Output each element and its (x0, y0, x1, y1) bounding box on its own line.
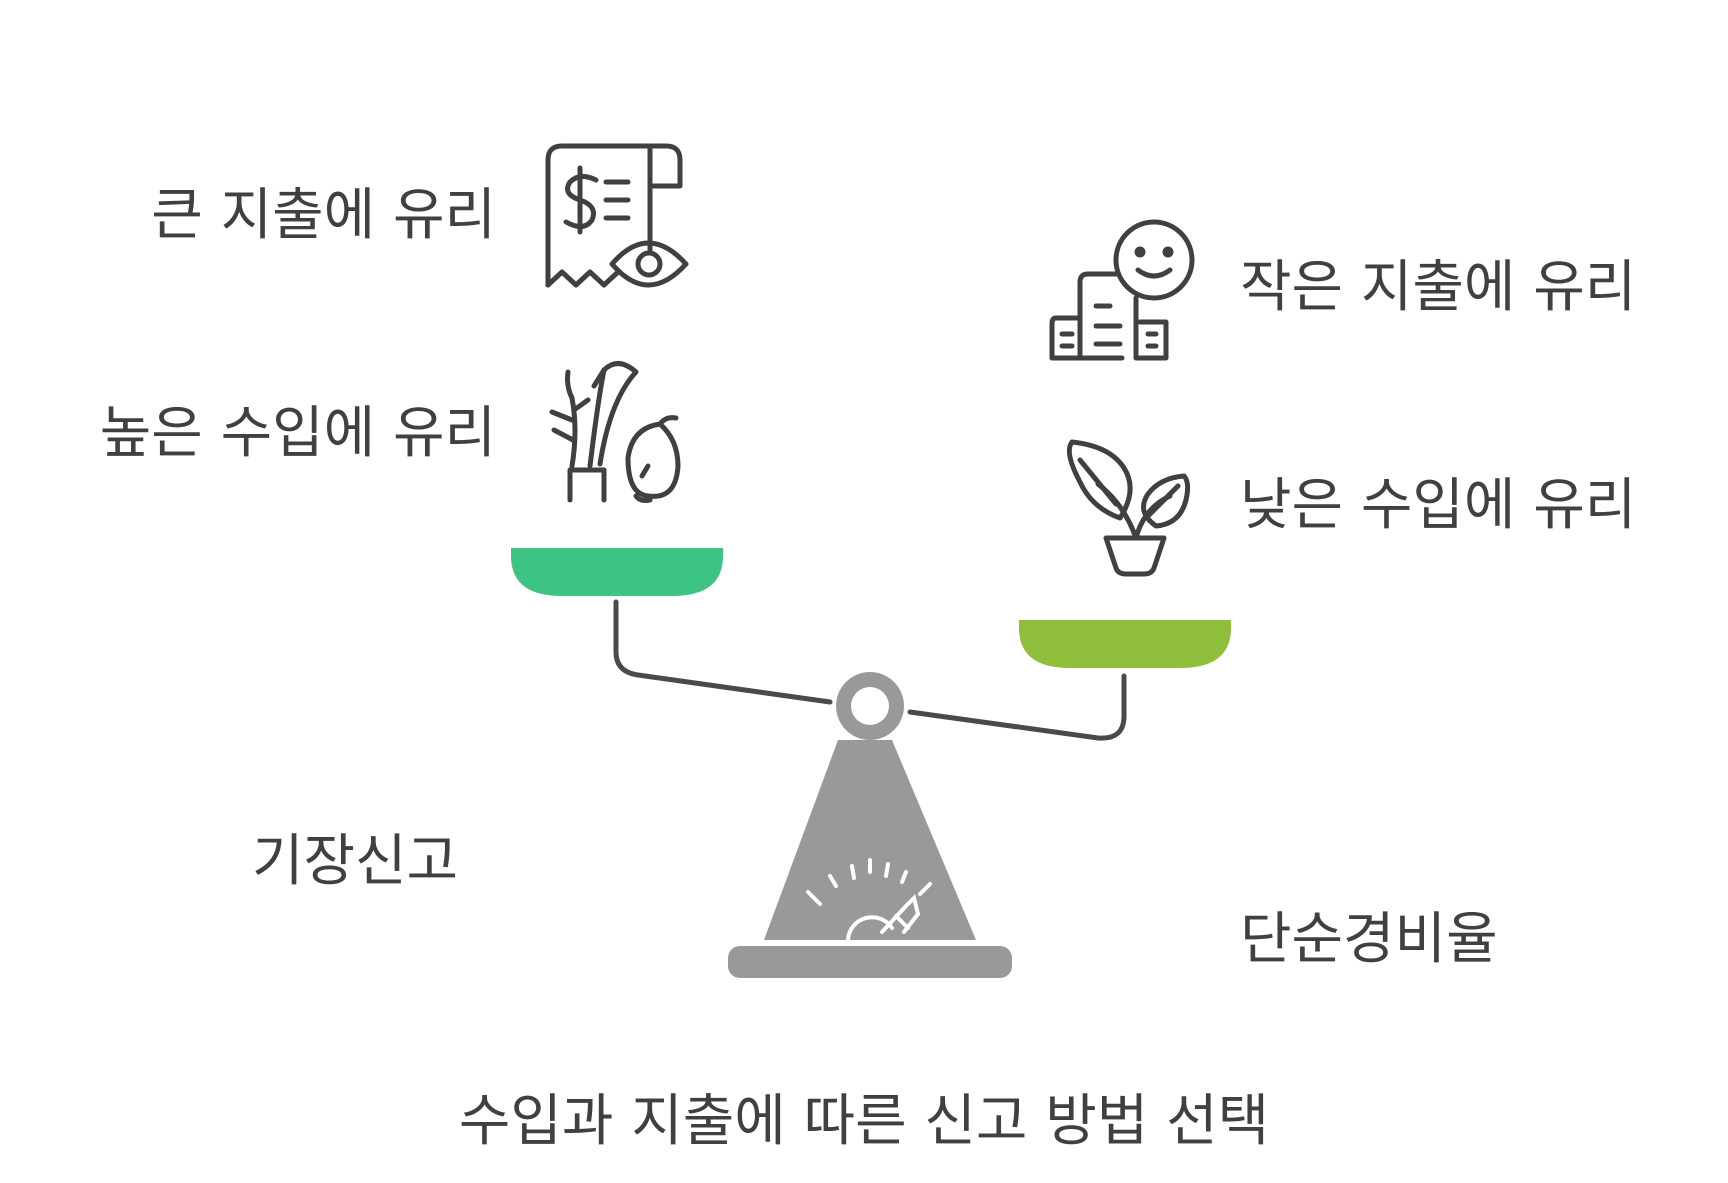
scale-pivot (836, 672, 904, 740)
right-income-label: 낮은 수입에 유리 (1240, 473, 1637, 538)
plants-icon (549, 361, 681, 503)
gauge-icon (806, 858, 932, 942)
left-pan (511, 548, 723, 596)
potted-plant-icon (1066, 439, 1191, 577)
right-expense-label: 작은 지출에 유리 (1240, 255, 1637, 320)
right-method-label: 단순경비율 (1240, 907, 1498, 972)
left-method-label: 기장신고 (252, 829, 459, 894)
receipt-eye-icon (545, 143, 689, 288)
left-expense-label: 큰 지출에 유리 (151, 183, 496, 248)
scale-beam (613, 599, 1127, 741)
diagram-caption: 수입과 지출에 따른 신고 방법 선택 (458, 1089, 1270, 1154)
ledger-smile-icon (1049, 219, 1195, 361)
left-income-label: 높은 수입에 유리 (99, 401, 496, 466)
right-pan (1019, 620, 1231, 668)
